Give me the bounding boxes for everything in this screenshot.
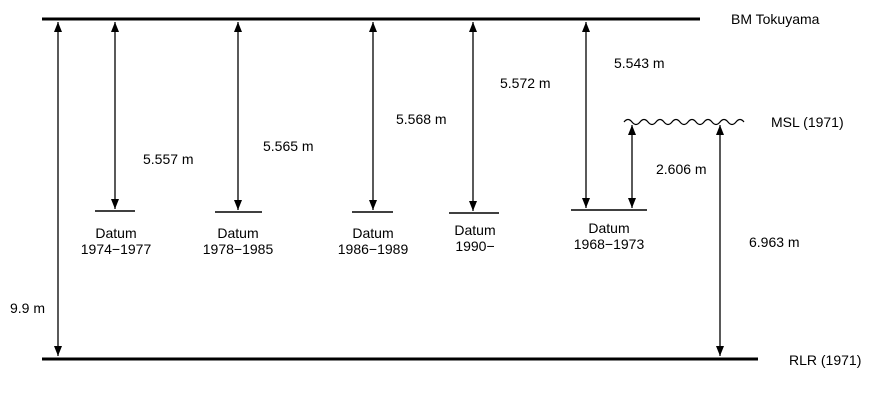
datum-years-1986-1989: 1986−1989 (338, 241, 409, 257)
distance-label-1986-1989: 5.568 m (396, 111, 447, 127)
distance-label-datum-to-msl: 2.606 m (656, 161, 707, 177)
datum-label-1990: Datum (454, 222, 495, 238)
msl-wave-line (623, 118, 745, 126)
datum-years-1990: 1990− (455, 238, 494, 254)
distance-label-total: 9.9 m (10, 300, 45, 316)
datum-label-1978-1985: Datum (217, 225, 258, 241)
distance-label-1974-1977: 5.557 m (143, 151, 194, 167)
rlr-label: RLR (1971) (789, 352, 861, 368)
datum-label-1986-1989: Datum (352, 225, 393, 241)
datum-label-1968-1973: Datum (588, 220, 629, 236)
datum-years-1978-1985: 1978−1985 (203, 241, 274, 257)
datum-years-1968-1973: 1968−1973 (574, 236, 645, 252)
datum-years-1974-1977: 1974−1977 (81, 241, 152, 257)
distance-label-msl-to-rlr: 6.963 m (749, 234, 800, 250)
distance-label-1968-1973: 5.543 m (614, 55, 665, 71)
msl-label: MSL (1971) (771, 114, 844, 130)
distance-label-1990: 5.572 m (500, 75, 551, 91)
bm-tokuyama-label: BM Tokuyama (731, 11, 820, 27)
datum-label-1974-1977: Datum (95, 225, 136, 241)
distance-label-1978-1985: 5.565 m (263, 138, 314, 154)
